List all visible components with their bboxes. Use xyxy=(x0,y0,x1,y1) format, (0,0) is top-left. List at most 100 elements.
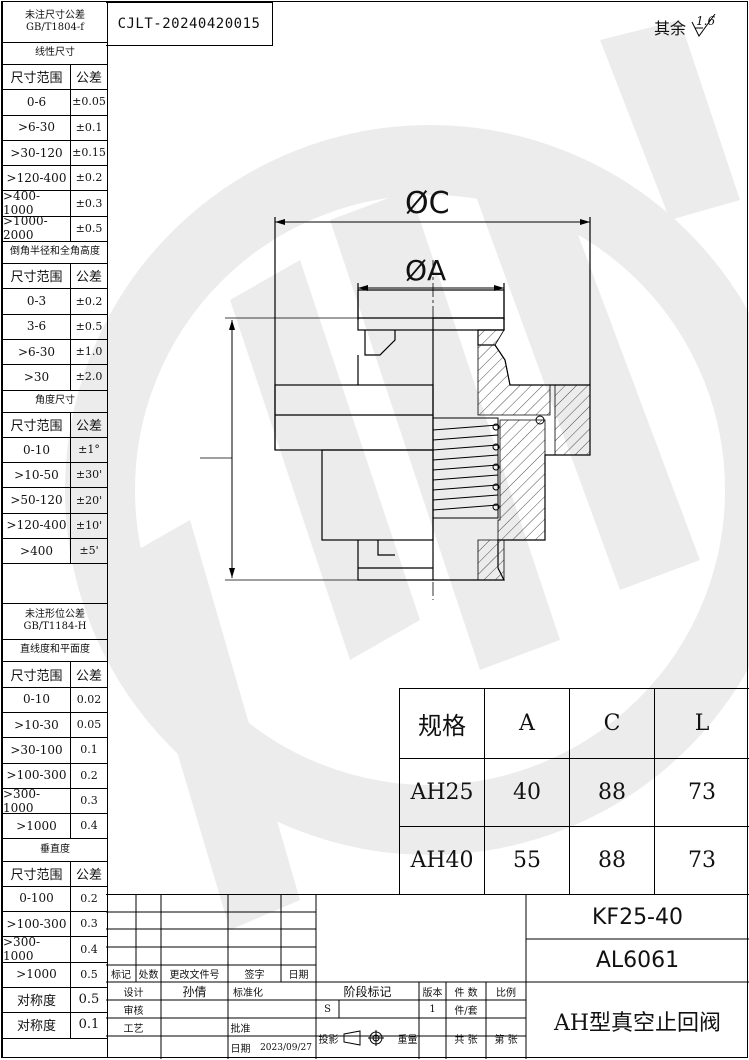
form-header-line: GB/T1184-H xyxy=(23,621,87,633)
tb-date-value: 2023/09/27 xyxy=(260,1042,312,1053)
chamfer-row: 0-3±0.2 xyxy=(3,288,107,315)
tb-change-no: 更改文件号 xyxy=(169,970,220,981)
tolerance-cell: ±0.5 xyxy=(75,319,103,333)
range-cell: 尺寸范围 xyxy=(3,860,71,886)
linear-header-line: 未注尺寸公差 xyxy=(25,10,85,21)
tolerance-cell: ±0.2 xyxy=(75,171,103,185)
chamfer-row: >6-30±1.0 xyxy=(3,339,107,366)
range-cell: 尺寸范围 xyxy=(3,263,71,289)
angle-col-header: 尺寸范围公差 xyxy=(3,411,107,438)
tb-pieces: 件 数 xyxy=(454,987,478,999)
spec-header-cell: 规格 xyxy=(400,689,485,759)
model-number: KF25-40 xyxy=(591,904,683,930)
projection-symbol-icon xyxy=(343,1030,384,1046)
tolerance-cell: 0.2 xyxy=(80,891,98,905)
symmetry-row: 对称度 0.5 xyxy=(3,987,107,1014)
range-cell: >120-400 xyxy=(3,165,71,191)
tb-process: 工艺 xyxy=(123,1023,144,1035)
tb-date2: 日期 xyxy=(230,1044,251,1055)
range-cell: >30-120 xyxy=(3,139,71,166)
title-block-grid xyxy=(106,895,749,1059)
range-cell: >400-1000 xyxy=(3,189,71,217)
linear-title-text: 线性尺寸 xyxy=(35,47,75,58)
tb-sheet-no: 第 张 xyxy=(494,1035,518,1046)
perp-title-text: 垂直度 xyxy=(40,843,70,855)
tolerance-cell: ±10' xyxy=(75,518,103,532)
spec-cell: 55 xyxy=(485,827,570,895)
dimension-a-label: ØA xyxy=(405,254,447,287)
angle-row: >400 ±5' xyxy=(3,538,107,565)
angle-row: >50-120±20' xyxy=(3,487,107,514)
tolerance-cell: ±1.0 xyxy=(75,345,103,359)
tolerance-cell: 0.2 xyxy=(80,768,98,782)
range-cell: >400 xyxy=(3,538,71,564)
spec-cell: 73 xyxy=(655,759,749,827)
part-name: AH型真空止回阀 xyxy=(553,1010,722,1036)
tolerance-cell: ±0.2 xyxy=(75,294,103,308)
dimension-c-label: ØC xyxy=(405,186,450,221)
tb-designer: 孙倩 xyxy=(182,984,207,999)
roughness-label: 其余 xyxy=(654,19,687,38)
linear-title: 线性尺寸 xyxy=(3,42,107,65)
tolerance-cell: ±0.15 xyxy=(72,146,106,160)
range-cell: >10-30 xyxy=(3,712,71,738)
angle-row: >10-50±30' xyxy=(3,462,107,489)
tb-approve: 批准 xyxy=(230,1023,251,1035)
angle-title: 角度尺寸 xyxy=(3,390,107,413)
roughness-symbol-icon xyxy=(691,13,716,37)
tolerance-cell: ±20' xyxy=(75,493,103,507)
range-cell: 尺寸范围 xyxy=(3,661,71,687)
linear-header-line: GB/T1804-f xyxy=(26,22,84,33)
tolerance-cell: 0.05 xyxy=(76,718,102,732)
spec-header-cell: C xyxy=(570,689,655,759)
linear-row: >30-120±0.15 xyxy=(3,139,107,167)
tb-date: 日期 xyxy=(288,970,309,981)
spec-cell: AH40 xyxy=(400,827,485,895)
flat-title: 直线度和平面度 xyxy=(3,639,107,663)
chamfer-row: 3-6 ±0.5 xyxy=(3,313,107,340)
spec-cell: 88 xyxy=(570,759,655,827)
drawing-code: CJLT-20240420015 xyxy=(106,2,273,46)
blank-row xyxy=(3,563,107,605)
tb-sign: 签字 xyxy=(244,970,265,981)
spec-header-cell: A xyxy=(485,689,570,759)
range-cell: 0-100 xyxy=(3,885,71,912)
tolerance-cell: 公差 xyxy=(75,270,102,286)
tolerance-cell: ±0.1 xyxy=(75,120,103,134)
angle-row: >120-400±10' xyxy=(3,512,107,540)
range-cell: >30-100 xyxy=(3,737,71,763)
range-cell: 对称度 xyxy=(3,1012,71,1038)
tolerance-cell: 0.3 xyxy=(80,917,98,931)
tolerance-cell: 公差 xyxy=(75,668,102,684)
range-cell: >30 xyxy=(3,364,71,390)
tolerance-cell: 0.5 xyxy=(78,992,100,1008)
flat-col-header: 尺寸范围公差 xyxy=(3,661,107,688)
tolerance-cell: 0.3 xyxy=(80,794,98,808)
tb-standardize: 标准化 xyxy=(233,987,263,999)
material: AL6061 xyxy=(595,948,680,973)
range-cell: 对称度 xyxy=(3,987,71,1013)
flat-title-text: 直线度和平面度 xyxy=(20,644,90,656)
tolerance-cell: 0.4 xyxy=(80,942,98,956)
tb-design: 设计 xyxy=(123,987,144,999)
linear-row: 0-6±0.05 xyxy=(3,89,107,116)
tb-version: 版本 xyxy=(422,987,443,999)
tolerance-cell: ±5' xyxy=(79,544,99,558)
tb-per-set: 件/套 xyxy=(454,1005,478,1017)
spec-header-cell: L xyxy=(655,689,749,759)
form-header-line: 未注形位公差 xyxy=(25,609,85,621)
range-cell: >1000 xyxy=(3,961,71,987)
perp-title: 垂直度 xyxy=(3,839,107,862)
tb-s: S xyxy=(324,1003,331,1015)
range-cell: 3-6 xyxy=(3,313,71,339)
chamfer-row: >30±2.0 xyxy=(3,364,107,391)
